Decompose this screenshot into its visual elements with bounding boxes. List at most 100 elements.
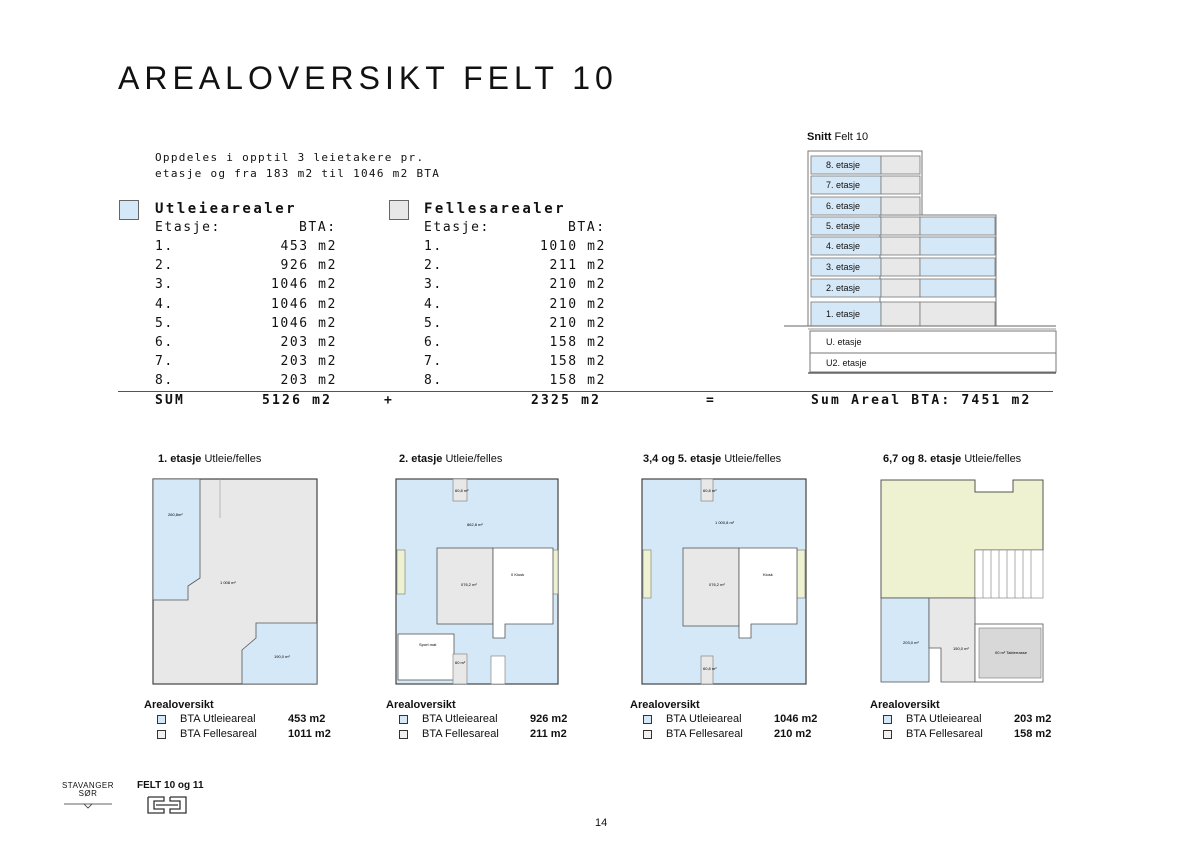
plan-1-title: 1. etasje Utleie/felles xyxy=(158,453,261,465)
plan-2-felles-value: 211 m2 xyxy=(530,728,567,740)
felles-row-value: 210 m2 xyxy=(549,277,606,293)
section-floor-label: 7. etasje xyxy=(826,180,861,190)
svg-text:190,0 m²: 190,0 m² xyxy=(274,654,290,659)
felles-row: 6.158 m2 xyxy=(424,335,606,354)
plan-1-felles-checkbox-icon xyxy=(157,729,166,739)
plan-1-drawing: 260,8m² 1 008 m² 190,0 m² xyxy=(152,478,318,685)
felles-row: 2.211 m2 xyxy=(424,258,606,277)
plan-2-utleie-label: BTA Utleieareal xyxy=(422,713,498,725)
plan-3-felles-row: BTA Fellesareal 210 m2 xyxy=(643,728,811,743)
sum-equals: = xyxy=(706,393,717,408)
plan-2-utleie-checkbox-icon xyxy=(399,714,408,724)
plan-3-felles-checkbox-icon xyxy=(643,729,652,739)
sum-plus: + xyxy=(384,393,395,408)
svg-text:60,8 m²: 60,8 m² xyxy=(455,488,469,493)
svg-text:076,2 m²: 076,2 m² xyxy=(709,582,725,587)
plan-1-utleie-label: BTA Utleieareal xyxy=(180,713,256,725)
felles-row-value: 210 m2 xyxy=(549,315,606,331)
project-label: FELT 10 og 11 xyxy=(137,780,204,791)
section-floor-felles xyxy=(880,301,921,327)
svg-text:1 008 m²: 1 008 m² xyxy=(220,580,236,585)
utleie-row-floor: 8. xyxy=(155,373,174,389)
section-drawing xyxy=(784,150,1057,374)
plan-4-title: 6,7 og 8. etasje Utleie/felles xyxy=(883,453,1021,465)
svg-text:60,8 m²: 60,8 m² xyxy=(703,488,717,493)
utleie-row-value: 453 m2 xyxy=(280,239,337,254)
section-title: Snitt Felt 10 xyxy=(807,131,868,143)
plan-3-felles-label: BTA Fellesareal xyxy=(666,728,743,740)
plan-4-title-bold: 6,7 og 8. etasje xyxy=(883,453,962,465)
section-floor-label: 1. etasje xyxy=(826,309,861,319)
plan-4-felles-value: 158 m2 xyxy=(1014,728,1052,740)
section-floor-extension xyxy=(919,278,996,298)
page-title: AREALOVERSIKT FELT 10 xyxy=(118,60,618,96)
felles-row-value: 211 m2 xyxy=(549,258,606,274)
utleie-row-value: 203 m2 xyxy=(280,335,337,350)
plan-1-utleie-row: BTA Utleieareal 453 m2 xyxy=(157,713,325,728)
section-floor-label: 5. etasje xyxy=(826,221,861,231)
sum-divider xyxy=(118,391,1053,392)
plan-4-felles-row: BTA Fellesareal 158 m2 xyxy=(883,728,1051,743)
felles-swatch xyxy=(389,200,409,220)
felles-row-floor: 7. xyxy=(424,354,443,370)
plan-4-utleie-value: 203 m2 xyxy=(1014,713,1052,725)
svg-text:260,8m²: 260,8m² xyxy=(168,512,183,517)
felles-row-floor: 4. xyxy=(424,296,443,312)
section-floor-label: 4. etasje xyxy=(826,241,861,251)
section-floor-label: 6. etasje xyxy=(826,201,861,211)
sum-grand-total: Sum Areal BTA: 7451 m2 xyxy=(811,393,1032,408)
section-floor-extension xyxy=(919,257,996,277)
plan-3-title-bold: 3,4 og 5. etasje xyxy=(643,453,722,465)
svg-text:150,0 m²: 150,0 m² xyxy=(953,646,969,651)
sum-label: SUM xyxy=(155,393,186,408)
svg-text:862,8 m²: 862,8 m² xyxy=(467,522,483,527)
felles-row-floor: 3. xyxy=(424,277,443,293)
plan-2-overview-heading: Arealoversikt xyxy=(386,699,456,711)
svg-text:Kiosk: Kiosk xyxy=(763,572,773,577)
utleie-row: 4.1046 m2 xyxy=(155,297,337,316)
section-floor-extension xyxy=(919,216,996,236)
utleie-heading: Utleiearealer xyxy=(155,201,298,217)
plan-3-title-rest: Utleie/felles xyxy=(724,453,782,465)
section-title-bold: Snitt xyxy=(807,131,832,143)
felles-row: 3. 210 m2 xyxy=(424,277,606,296)
plan-3-overview-heading: Arealoversikt xyxy=(630,699,700,711)
section-floor-label: 2. etasje xyxy=(826,283,861,293)
felles-row: 4.210 m2 xyxy=(424,297,606,316)
felles-col-floor: Etasje: xyxy=(424,220,490,235)
section-floor-extension xyxy=(919,236,996,256)
plan-1-utleie-checkbox-icon xyxy=(157,714,166,724)
felles-row-value: 158 m2 xyxy=(549,354,606,370)
plan-4-title-rest: Utleie/felles xyxy=(964,453,1022,465)
svg-text:076,2 m²: 076,2 m² xyxy=(461,582,477,587)
felt-logo-icon xyxy=(147,796,187,814)
plan-2-felles-row: BTA Fellesareal 211 m2 xyxy=(399,728,567,743)
felles-row-floor: 6. xyxy=(424,335,443,350)
svg-text:1 000,8 m²: 1 000,8 m² xyxy=(715,520,735,525)
felles-col-bta: BTA: xyxy=(568,220,606,235)
utleie-row-value: 926 m2 xyxy=(280,258,337,274)
utleie-row-floor: 2. xyxy=(155,258,174,274)
plan-3-utleie-checkbox-icon xyxy=(643,714,652,724)
felles-row-value: 1010 m2 xyxy=(540,239,606,254)
plan-2-drawing: 60,8 m² 862,8 m² 076,2 m² 0 Kiosk Sport … xyxy=(395,478,559,685)
plan-4-utleie-row: BTA Utleieareal 203 m2 xyxy=(883,713,1051,728)
section-floor-felles xyxy=(880,196,921,216)
plan-2-title-rest: Utleie/felles xyxy=(445,453,503,465)
felles-row-value: 158 m2 xyxy=(549,373,606,389)
section-floor-felles xyxy=(880,216,921,236)
plan-1-felles-label: BTA Fellesareal xyxy=(180,728,257,740)
section-title-rest: Felt 10 xyxy=(834,131,869,143)
utleie-row-floor: 6. xyxy=(155,335,174,350)
section-floor-extension xyxy=(919,301,996,327)
section-floor-utleie xyxy=(810,301,882,327)
section-floor-felles xyxy=(880,155,921,175)
plan-2-felles-checkbox-icon xyxy=(399,729,408,739)
plan-3-title: 3,4 og 5. etasje Utleie/felles xyxy=(643,453,781,465)
section-floor-felles xyxy=(880,175,921,195)
plan-1-overview-heading: Arealoversikt xyxy=(144,699,214,711)
utleie-row: 2. 926 m2 xyxy=(155,258,337,277)
felles-row: 7. 158 m2 xyxy=(424,354,606,373)
plan-4-drawing: 203,0 m² 150,0 m² 00 m² Takterrasse xyxy=(880,479,1044,683)
felles-row: 1.1010 m2 xyxy=(424,239,606,258)
